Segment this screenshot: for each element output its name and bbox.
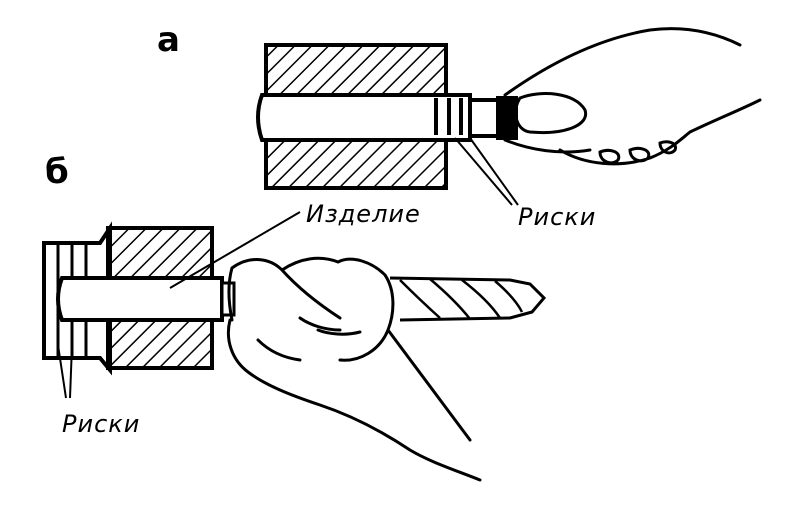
workpiece-a-bottom: [264, 138, 448, 190]
hand-a: [503, 27, 762, 166]
hand-b: [226, 256, 482, 482]
drill-flutes: [399, 278, 524, 320]
callout-line-b-2: [69, 344, 73, 399]
plug-a: [256, 93, 472, 142]
panel-b-assembly: [42, 211, 547, 482]
callout-line-a-2: [469, 137, 519, 206]
plug-b: [56, 276, 224, 322]
drill-bit: [389, 276, 547, 322]
part-label: Изделие: [306, 200, 421, 228]
callout-line-part: [169, 211, 301, 289]
workpiece-a-top: [264, 43, 448, 97]
panel-letter-b: б: [45, 152, 69, 192]
marks-label-top: Риски: [518, 203, 597, 231]
workpiece-b-bottom: [106, 318, 214, 370]
workpiece-b-top: [106, 226, 214, 280]
collar-a: [468, 98, 500, 138]
callout-line-b-1: [57, 344, 67, 399]
knurl-handle-a: [496, 96, 518, 140]
callout-line-a-1: [454, 137, 513, 206]
panel-a-assembly: [256, 27, 762, 206]
panel-letter-a: а: [157, 20, 180, 60]
marks-label-bottom: Риски: [62, 410, 141, 438]
